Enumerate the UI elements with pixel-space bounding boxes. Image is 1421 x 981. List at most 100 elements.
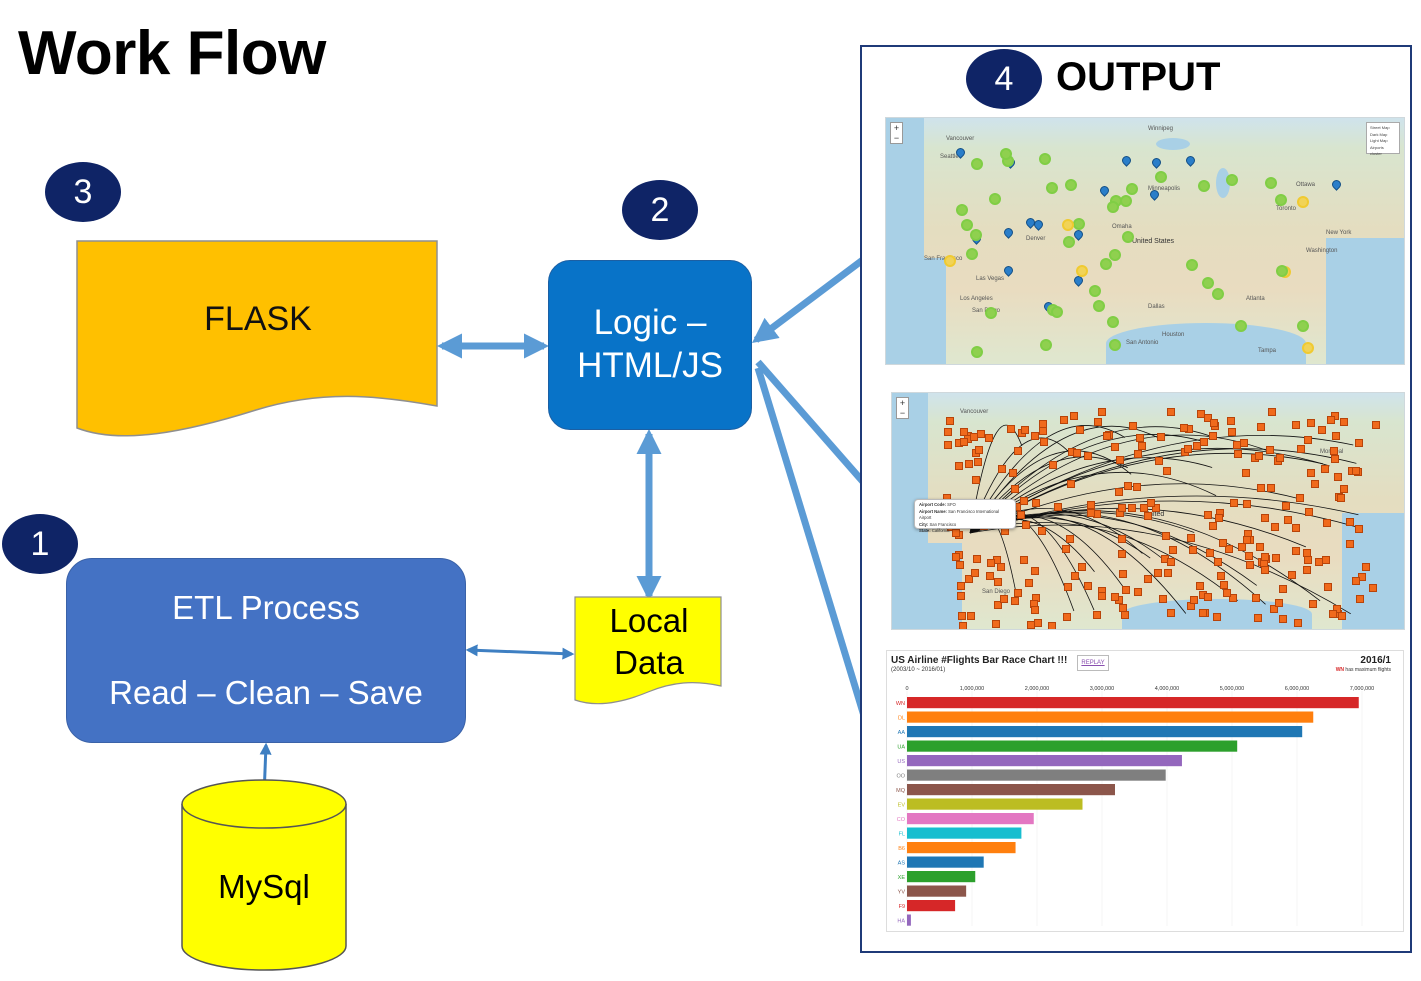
- airport-marker-icon[interactable]: [1083, 581, 1092, 590]
- airport-marker-icon[interactable]: [993, 577, 1002, 586]
- airport-marker-icon[interactable]: [1205, 548, 1214, 557]
- marker-cluster-icon[interactable]: [1297, 320, 1310, 333]
- airport-marker-icon[interactable]: [1196, 581, 1205, 590]
- airport-marker-icon[interactable]: [1323, 582, 1332, 591]
- airport-marker-icon[interactable]: [973, 457, 982, 466]
- airport-marker-icon[interactable]: [1014, 588, 1023, 597]
- airport-marker-icon[interactable]: [1256, 483, 1265, 492]
- airport-marker-icon[interactable]: [1144, 575, 1153, 584]
- airport-marker-icon[interactable]: [1228, 428, 1237, 437]
- marker-cluster-icon[interactable]: [1040, 339, 1053, 352]
- airport-marker-icon[interactable]: [1355, 524, 1364, 533]
- airport-marker-icon[interactable]: [1154, 457, 1163, 466]
- map-flight-routes[interactable]: + − Vancouver Montreal United San Diego …: [891, 392, 1405, 630]
- map1-layer-control[interactable]: Street Map Dark Map Light Map Airports c…: [1366, 122, 1400, 156]
- airport-marker-icon[interactable]: [1098, 591, 1106, 600]
- airport-marker-icon[interactable]: [1307, 418, 1316, 427]
- marker-cluster-icon[interactable]: [1126, 183, 1139, 196]
- airport-marker-icon[interactable]: [997, 464, 1006, 473]
- airport-marker-icon[interactable]: [966, 611, 975, 620]
- airport-marker-icon[interactable]: [1228, 593, 1237, 602]
- airport-marker-icon[interactable]: [1225, 545, 1234, 554]
- airport-marker-icon[interactable]: [974, 445, 983, 454]
- airport-marker-icon[interactable]: [1310, 480, 1319, 489]
- airport-marker-icon[interactable]: [1281, 502, 1290, 511]
- airport-marker-icon[interactable]: [1269, 605, 1278, 614]
- map2-zoom-in-button[interactable]: +: [899, 398, 906, 408]
- marker-cluster-icon[interactable]: [971, 157, 984, 170]
- map-pin-icon[interactable]: [1150, 156, 1163, 169]
- airport-marker-icon[interactable]: [1234, 449, 1243, 458]
- airport-marker-icon[interactable]: [1252, 594, 1261, 603]
- airport-marker-icon[interactable]: [1137, 441, 1146, 450]
- airport-marker-icon[interactable]: [1212, 613, 1221, 622]
- airport-marker-icon[interactable]: [1339, 485, 1348, 494]
- airport-marker-icon[interactable]: [1297, 444, 1306, 453]
- airport-marker-icon[interactable]: [1304, 555, 1313, 564]
- marker-cluster-icon[interactable]: [1201, 277, 1214, 290]
- airport-marker-icon[interactable]: [1336, 494, 1345, 503]
- airport-marker-icon[interactable]: [1261, 514, 1270, 523]
- airport-marker-icon[interactable]: [1128, 422, 1137, 431]
- marker-cluster-icon[interactable]: [1051, 306, 1064, 319]
- airport-marker-icon[interactable]: [1351, 577, 1360, 586]
- airport-marker-icon[interactable]: [1073, 448, 1082, 457]
- airport-marker-icon[interactable]: [1134, 588, 1143, 597]
- airport-marker-icon[interactable]: [1322, 518, 1331, 527]
- airport-marker-icon[interactable]: [1192, 441, 1201, 450]
- airport-marker-icon[interactable]: [1307, 468, 1316, 477]
- airport-marker-icon[interactable]: [1009, 468, 1018, 477]
- airport-marker-icon[interactable]: [1339, 418, 1348, 427]
- airport-marker-icon[interactable]: [1117, 549, 1126, 558]
- airport-marker-icon[interactable]: [985, 433, 994, 442]
- airport-marker-icon[interactable]: [1123, 481, 1132, 490]
- airport-marker-icon[interactable]: [1133, 450, 1142, 459]
- airport-marker-icon[interactable]: [957, 591, 966, 600]
- airport-marker-icon[interactable]: [1351, 466, 1360, 475]
- airport-marker-icon[interactable]: [977, 429, 986, 438]
- marker-cluster-icon[interactable]: [960, 219, 973, 232]
- airport-marker-icon[interactable]: [1321, 464, 1330, 473]
- airport-marker-icon[interactable]: [1086, 509, 1095, 518]
- airport-marker-icon[interactable]: [1216, 571, 1225, 580]
- airport-marker-icon[interactable]: [1243, 499, 1252, 508]
- layer-light-map[interactable]: Light Map: [1370, 138, 1388, 143]
- airport-marker-icon[interactable]: [1153, 568, 1162, 577]
- airport-marker-icon[interactable]: [1059, 416, 1068, 425]
- airport-marker-icon[interactable]: [1369, 583, 1378, 592]
- airport-marker-icon[interactable]: [1151, 504, 1160, 513]
- airport-marker-icon[interactable]: [958, 612, 967, 621]
- marker-cluster-icon[interactable]: [1276, 265, 1289, 278]
- airport-marker-icon[interactable]: [1371, 420, 1380, 429]
- airport-marker-icon[interactable]: [1121, 586, 1130, 595]
- airport-marker-icon[interactable]: [1159, 594, 1168, 603]
- map1-zoom-in-button[interactable]: +: [893, 123, 900, 133]
- airport-marker-icon[interactable]: [1204, 510, 1213, 519]
- airport-marker-icon[interactable]: [1278, 615, 1287, 624]
- airport-marker-icon[interactable]: [1260, 566, 1269, 575]
- airport-marker-icon[interactable]: [970, 432, 979, 441]
- airport-marker-icon[interactable]: [1328, 610, 1337, 619]
- airport-marker-icon[interactable]: [952, 553, 961, 562]
- airport-marker-icon[interactable]: [1070, 411, 1079, 420]
- airport-marker-icon[interactable]: [985, 571, 994, 580]
- airport-marker-icon[interactable]: [1354, 439, 1363, 448]
- airport-marker-icon[interactable]: [1227, 417, 1236, 425]
- airport-marker-icon[interactable]: [1084, 451, 1093, 460]
- airport-marker-icon[interactable]: [1021, 521, 1030, 530]
- airport-marker-icon[interactable]: [1268, 408, 1277, 417]
- airport-marker-icon[interactable]: [1006, 424, 1015, 433]
- airport-marker-icon[interactable]: [1253, 613, 1262, 622]
- marker-cluster-icon[interactable]: [1109, 339, 1122, 352]
- marker-cluster-icon[interactable]: [970, 346, 983, 359]
- airport-marker-icon[interactable]: [994, 600, 1003, 609]
- layer-airports-cluster[interactable]: Airports cluster: [1370, 144, 1384, 157]
- airport-marker-icon[interactable]: [1086, 501, 1095, 510]
- airport-marker-icon[interactable]: [1204, 414, 1213, 423]
- airport-marker-icon[interactable]: [1291, 547, 1300, 556]
- airport-marker-icon[interactable]: [1245, 551, 1254, 560]
- airport-marker-icon[interactable]: [1304, 507, 1313, 516]
- airport-marker-icon[interactable]: [1270, 522, 1279, 531]
- airport-marker-icon[interactable]: [1220, 581, 1229, 590]
- airport-marker-icon[interactable]: [1196, 409, 1205, 418]
